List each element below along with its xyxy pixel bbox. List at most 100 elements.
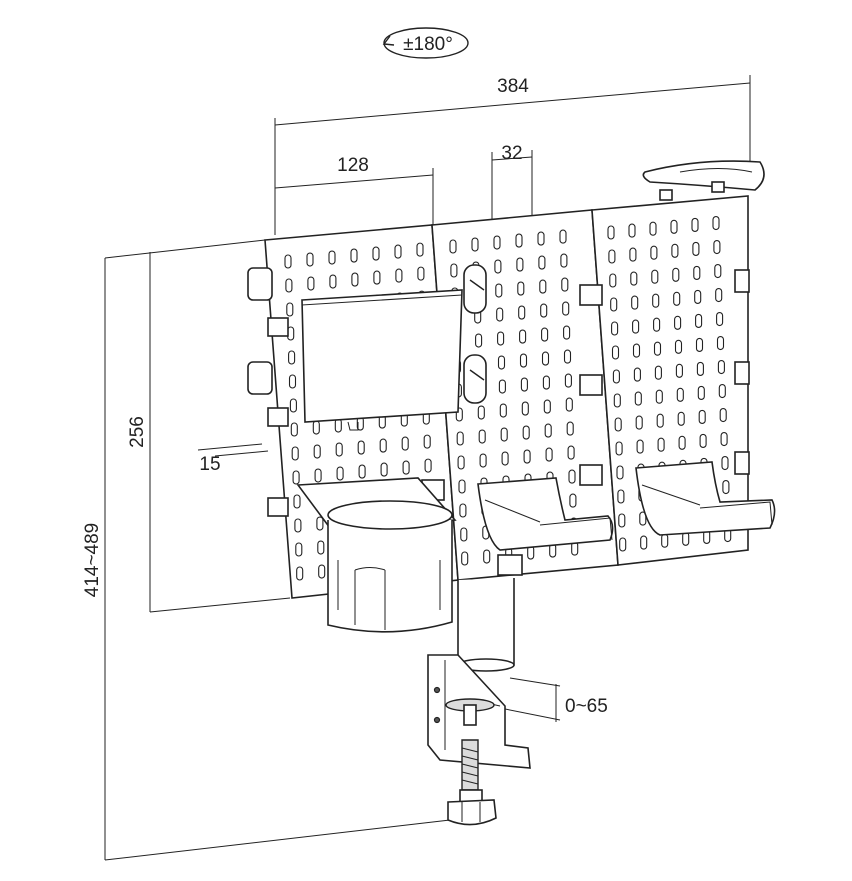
peg-hole (652, 293, 660, 308)
peg-hole (695, 313, 703, 328)
peg-hole (543, 399, 551, 414)
peg-hole (713, 240, 721, 255)
peg-hole (328, 250, 336, 265)
peg-hole (515, 233, 523, 248)
peg-hole (614, 417, 622, 432)
clamp-range-label: 0~65 (565, 696, 608, 717)
peg-hole (630, 271, 638, 286)
peg-hole (538, 255, 546, 270)
hole-pitch-label: 32 (501, 143, 522, 164)
dimension-thickness: 15 (197, 443, 269, 475)
peg-hole (633, 367, 641, 382)
dimension-panel-width: 128 (274, 155, 434, 225)
peg-hole (471, 237, 479, 252)
peg-hole (335, 442, 343, 457)
peg-hole (670, 219, 678, 234)
peg-hole (717, 359, 725, 375)
peg-hole (477, 405, 485, 420)
total-width-label: 384 (497, 76, 529, 97)
peg-hole (522, 425, 530, 440)
peg-hole (306, 252, 314, 267)
peg-hole (314, 468, 322, 483)
peg-hole (373, 270, 381, 285)
peg-hole (284, 254, 292, 269)
peg-hole (656, 413, 664, 428)
peg-hole (716, 311, 724, 327)
peg-hole (559, 229, 567, 244)
peg-hole (495, 283, 503, 298)
peg-hole (661, 533, 669, 548)
peg-hole (674, 315, 682, 330)
peg-hole (417, 266, 425, 281)
peg-hole (695, 337, 704, 352)
peg-hole (545, 447, 553, 462)
peg-hole (501, 451, 509, 466)
peg-hole (718, 383, 726, 399)
peg-hole (401, 436, 409, 451)
peg-hole (562, 301, 570, 316)
peg-hole (292, 470, 300, 485)
peg-hole (567, 445, 575, 460)
peg-hole (457, 455, 465, 470)
phone-holder-right (635, 461, 776, 536)
peg-hole (617, 489, 625, 504)
peg-hole (628, 223, 636, 238)
peg-hole (712, 216, 720, 231)
peg-hole (494, 259, 502, 274)
peg-hole (456, 431, 464, 446)
peg-hole (697, 385, 705, 400)
peg-hole (424, 458, 432, 473)
peg-hole (699, 433, 707, 448)
peg-hole (379, 438, 387, 453)
peg-hole (640, 535, 648, 550)
peg-hole (607, 225, 615, 240)
peg-hole (517, 281, 525, 296)
peg-hole (519, 329, 527, 344)
clamp-pad (445, 698, 495, 726)
hook-lower (463, 354, 487, 404)
peg-hole (639, 511, 647, 526)
peg-hole (521, 401, 529, 416)
peg-hole (619, 537, 627, 552)
peg-hole (649, 221, 657, 236)
peg-hole (290, 422, 298, 437)
peg-hole (650, 245, 658, 260)
side-clips-left (247, 267, 289, 517)
peg-hole (677, 411, 685, 426)
peg-hole (288, 374, 297, 389)
dimension-clamp-range: 0~65 (499, 677, 608, 722)
peg-hole (395, 268, 403, 283)
peg-hole (631, 295, 639, 310)
peg-hole (564, 373, 572, 388)
peg-hole (459, 503, 467, 518)
peg-hole (676, 387, 684, 402)
peg-hole (478, 429, 486, 444)
peg-hole (691, 217, 699, 232)
dimension-total-width: 384 (274, 75, 751, 235)
hook-upper (463, 264, 487, 314)
peg-hole (357, 440, 365, 455)
peg-hole (394, 244, 402, 259)
peg-hole (715, 287, 723, 303)
peg-hole (632, 319, 640, 334)
peg-hole (632, 343, 641, 358)
peg-hole (674, 339, 683, 354)
peg-hole (312, 420, 320, 435)
peg-hole (542, 375, 550, 390)
peg-hole (655, 389, 663, 404)
peg-hole (565, 397, 573, 412)
peg-hole (479, 453, 487, 468)
peg-hole (563, 325, 571, 340)
peg-hole (289, 398, 297, 413)
peg-hole (460, 527, 468, 542)
peg-hole (541, 327, 549, 342)
peg-hole (483, 549, 491, 564)
peg-hole (450, 263, 458, 278)
peg-hole (541, 351, 550, 366)
peg-hole (295, 542, 303, 557)
peg-hole (634, 391, 642, 406)
peg-hole (350, 248, 358, 263)
peg-hole (653, 341, 662, 356)
peg-hole (540, 303, 548, 318)
peg-hole (493, 235, 501, 250)
